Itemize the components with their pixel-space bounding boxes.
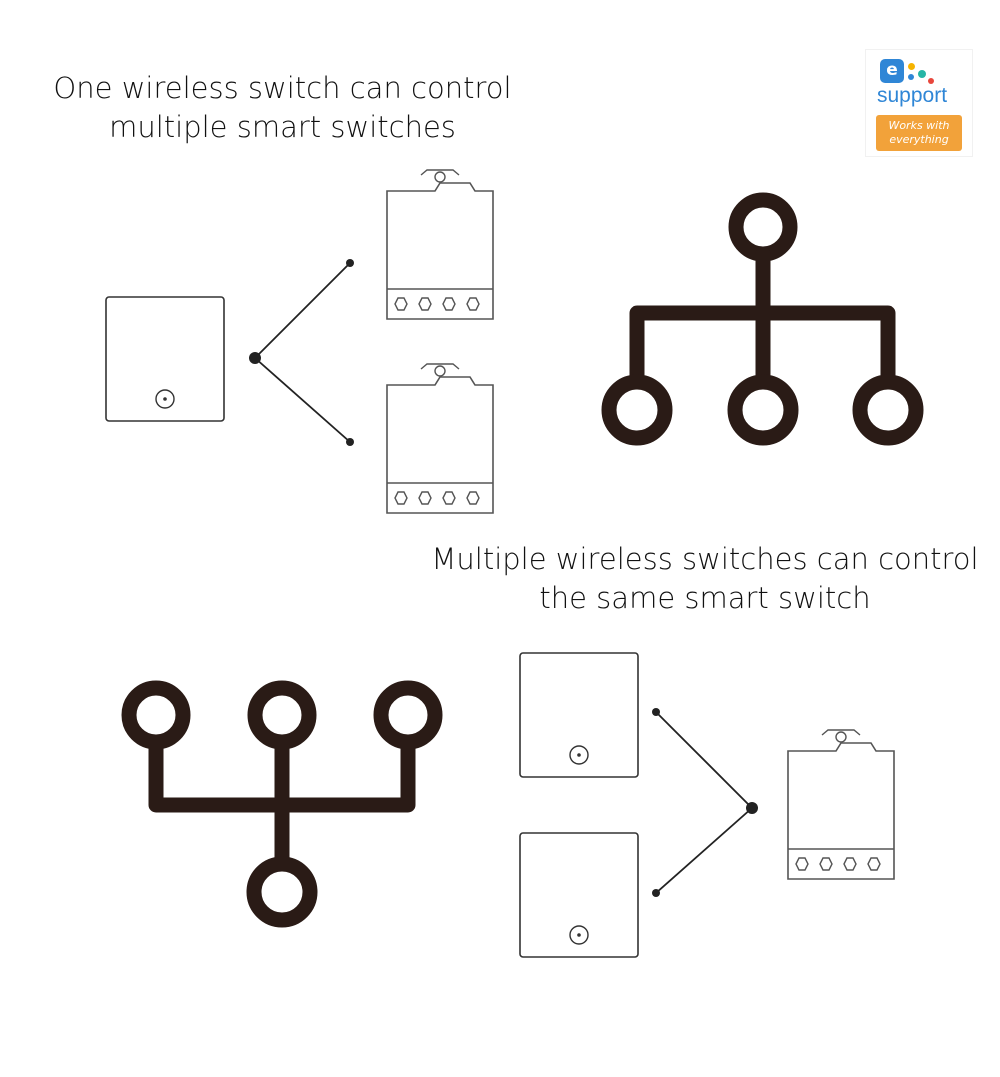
caption-line: multiple smart switches bbox=[109, 110, 456, 144]
one-to-many-tree-icon bbox=[601, 192, 924, 446]
esupport-e-icon: e bbox=[880, 59, 904, 83]
link-line bbox=[254, 357, 351, 443]
caption-line: Multiple wireless switches can control bbox=[431, 542, 979, 576]
wireless-switch-icon bbox=[519, 832, 639, 958]
logo-dot-red-icon bbox=[928, 78, 934, 84]
link-line bbox=[655, 807, 753, 894]
smart-switch-relay-icon bbox=[386, 169, 494, 320]
logo-dot-yellow-icon bbox=[908, 63, 915, 70]
many-to-one-tree-icon bbox=[121, 680, 443, 928]
works-with-everything-tag: Works with everything bbox=[876, 115, 962, 151]
logo-dot-teal-icon bbox=[918, 70, 926, 78]
tag-line: everything bbox=[889, 133, 949, 146]
caption-many-to-one: Multiple wireless switches can control t… bbox=[430, 540, 980, 618]
tag-line: Works with bbox=[888, 119, 950, 132]
logo-dot-blue-icon bbox=[908, 74, 914, 80]
esupport-logo-badge: e support Works with everything bbox=[866, 50, 972, 156]
link-line bbox=[254, 262, 351, 359]
caption-one-to-many: One wireless switch can control multiple… bbox=[40, 69, 525, 147]
smart-switch-relay-icon bbox=[787, 729, 895, 880]
junction-dot bbox=[249, 352, 261, 364]
caption-line: One wireless switch can control bbox=[53, 71, 512, 105]
caption-line: the same smart switch bbox=[539, 581, 871, 615]
wireless-switch-icon bbox=[105, 296, 225, 422]
wireless-switch-icon bbox=[519, 652, 639, 778]
junction-dot bbox=[746, 802, 758, 814]
link-line bbox=[655, 711, 753, 809]
smart-switch-relay-icon bbox=[386, 363, 494, 514]
endpoint-dot bbox=[346, 438, 354, 446]
endpoint-dot bbox=[652, 708, 660, 716]
endpoint-dot bbox=[346, 259, 354, 267]
esupport-wordmark: support bbox=[877, 84, 948, 107]
endpoint-dot bbox=[652, 889, 660, 897]
